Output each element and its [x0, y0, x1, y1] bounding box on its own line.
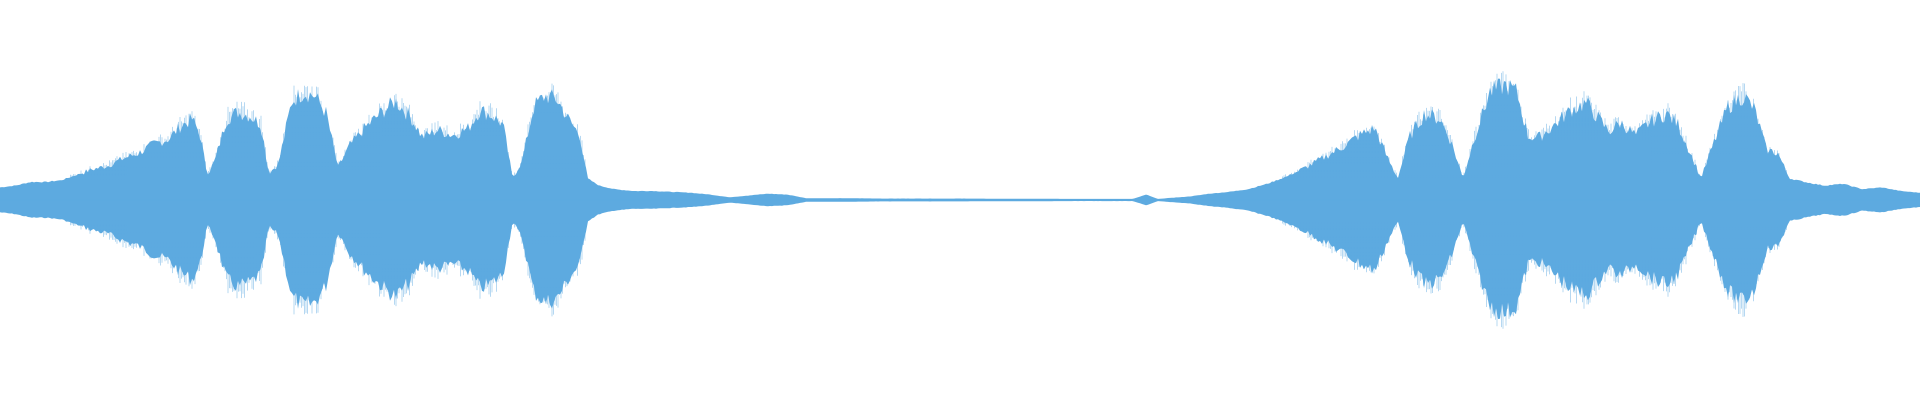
- waveform-body: [0, 71, 1920, 329]
